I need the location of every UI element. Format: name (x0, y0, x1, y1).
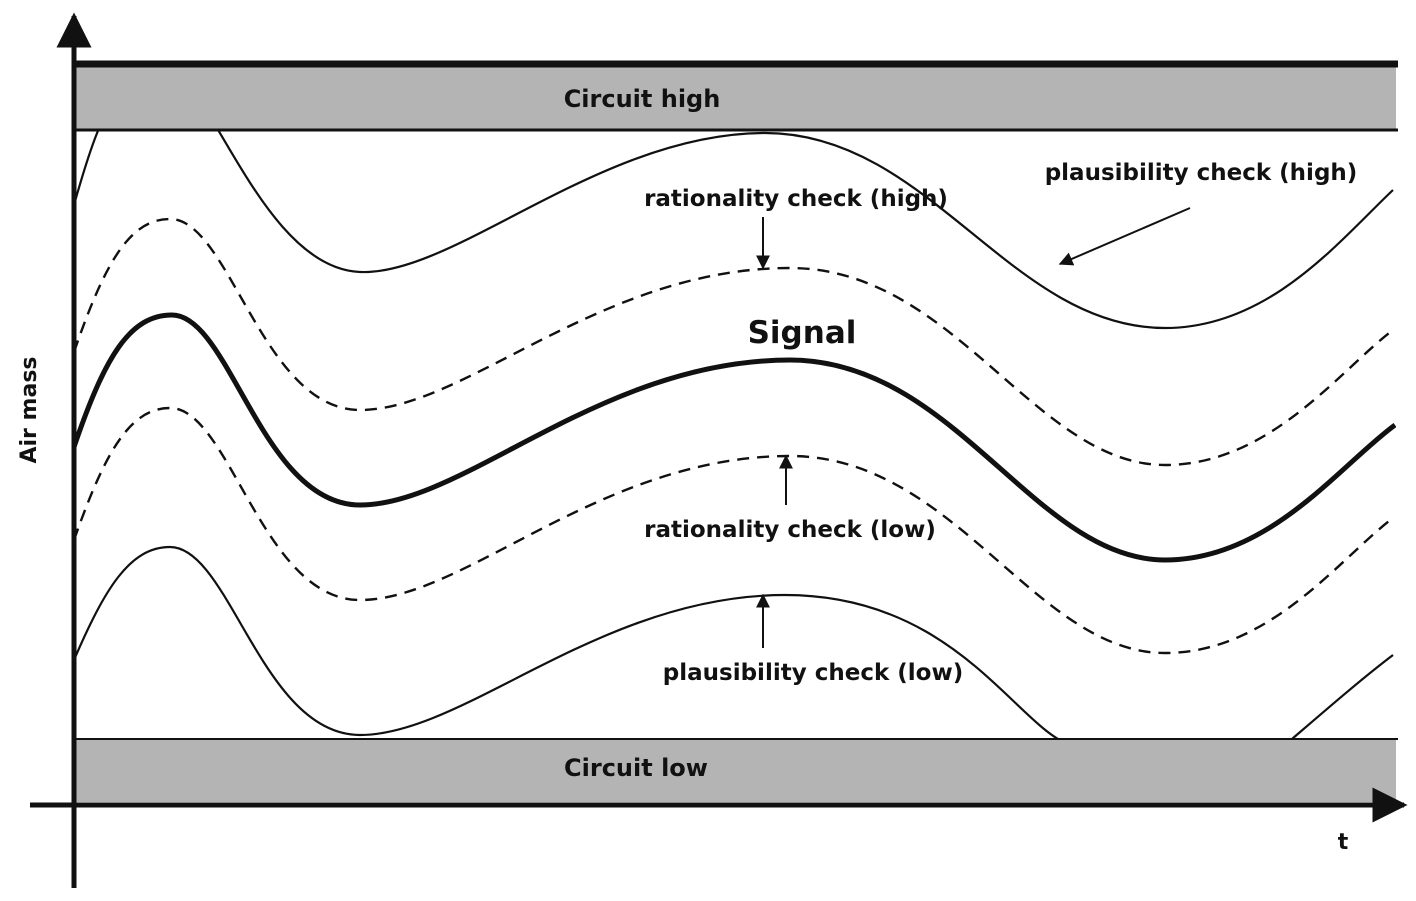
circuit-low-band (74, 740, 1396, 802)
rationality-high-label: rationality check (high) (644, 186, 948, 212)
plausibility-high-label: plausibility check (high) (1045, 160, 1358, 186)
signal-label: Signal (748, 315, 857, 351)
circuit-low-label: Circuit low (564, 754, 708, 782)
plausibility-low-curve (74, 545, 1394, 739)
x-axis-label: t (1338, 830, 1349, 855)
signal-curve (74, 312, 1396, 563)
plausibility-low-label: plausibility check (low) (663, 660, 963, 686)
circuit-high-band (74, 66, 1396, 130)
rationality-low-label: rationality check (low) (644, 517, 936, 543)
rationality-low-curve (74, 406, 1394, 655)
plausibility-high-curve (74, 131, 1394, 330)
circuit-high-label: Circuit high (564, 85, 721, 113)
plausibility-high-arrow (1058, 207, 1191, 266)
y-axis-label: Air mass (17, 356, 42, 463)
rationality-high-curve (74, 217, 1394, 467)
